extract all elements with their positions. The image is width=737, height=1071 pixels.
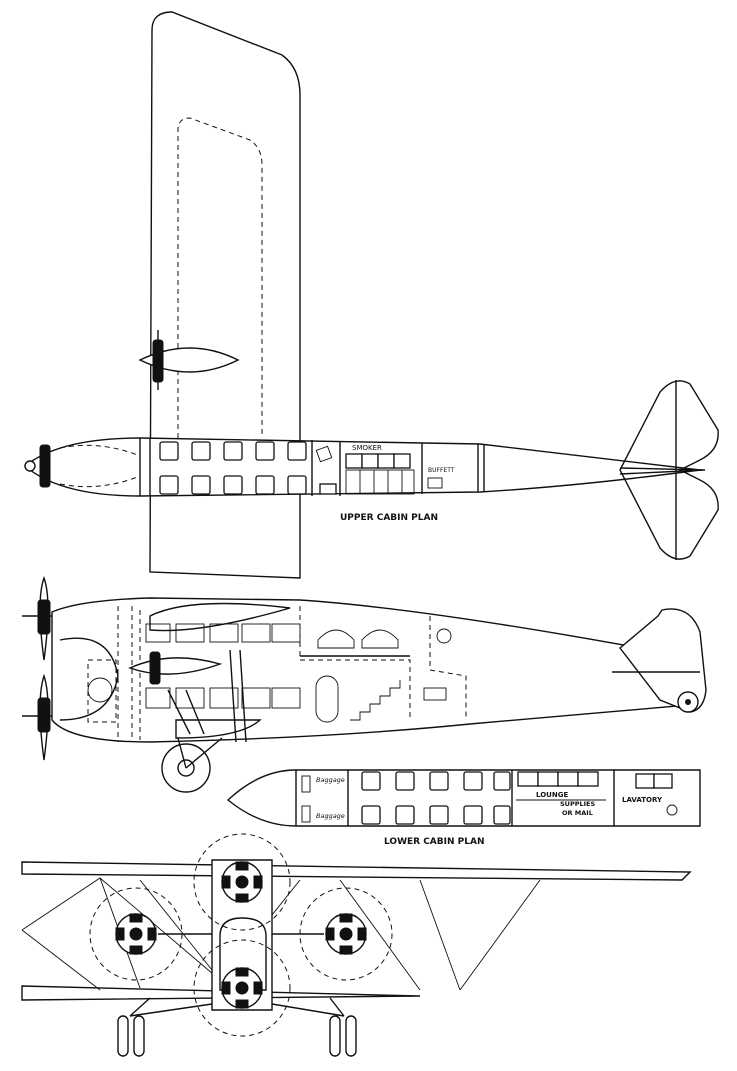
label-baggage-top: Baggage bbox=[316, 776, 345, 784]
side-landing-gear bbox=[161, 737, 223, 793]
front-landing-gear bbox=[117, 997, 357, 1057]
nose-engine-plan bbox=[24, 444, 141, 488]
center-bottom-prop-disc bbox=[193, 939, 291, 1037]
lower-cabin-seats bbox=[301, 771, 678, 825]
label-or-mail: OR MAIL bbox=[562, 809, 593, 817]
wing-dashed-outline bbox=[177, 117, 263, 438]
upper-cabin-seats bbox=[159, 441, 443, 495]
side-view bbox=[22, 575, 707, 793]
radial-engine-top bbox=[221, 861, 263, 903]
plan-view: SMOKER BUFFETT UPPER CABIN PLAN bbox=[23, 11, 719, 579]
label-lavatory: LAVATORY bbox=[622, 796, 663, 804]
label-baggage-bottom: Baggage bbox=[316, 812, 345, 820]
side-propeller-upper bbox=[39, 575, 49, 661]
label-buffett: BUFFETT bbox=[428, 467, 455, 474]
side-tail-fin bbox=[619, 608, 707, 713]
radial-engine-right bbox=[325, 913, 367, 955]
label-lower-cabin-plan: LOWER CABIN PLAN bbox=[384, 837, 484, 847]
label-smoker: SMOKER bbox=[352, 444, 382, 452]
radial-engine-left bbox=[115, 913, 157, 955]
label-lounge: LOUNGE bbox=[536, 791, 568, 799]
label-upper-cabin-plan: UPPER CABIN PLAN bbox=[340, 513, 438, 523]
label-supplies: SUPPLIES bbox=[560, 800, 595, 808]
center-top-prop-disc bbox=[193, 833, 291, 931]
wing-engine-nacelle bbox=[138, 330, 240, 390]
front-view bbox=[21, 833, 692, 1057]
radial-engine-bottom bbox=[221, 967, 263, 1009]
front-upper-wing bbox=[21, 861, 692, 881]
side-windows bbox=[145, 623, 452, 723]
upper-wing bbox=[149, 11, 301, 579]
lower-cabin-plan: Baggage Baggage LOUNGE SUPPLIES OR MAIL … bbox=[226, 769, 701, 847]
side-propeller-lower bbox=[39, 673, 49, 761]
